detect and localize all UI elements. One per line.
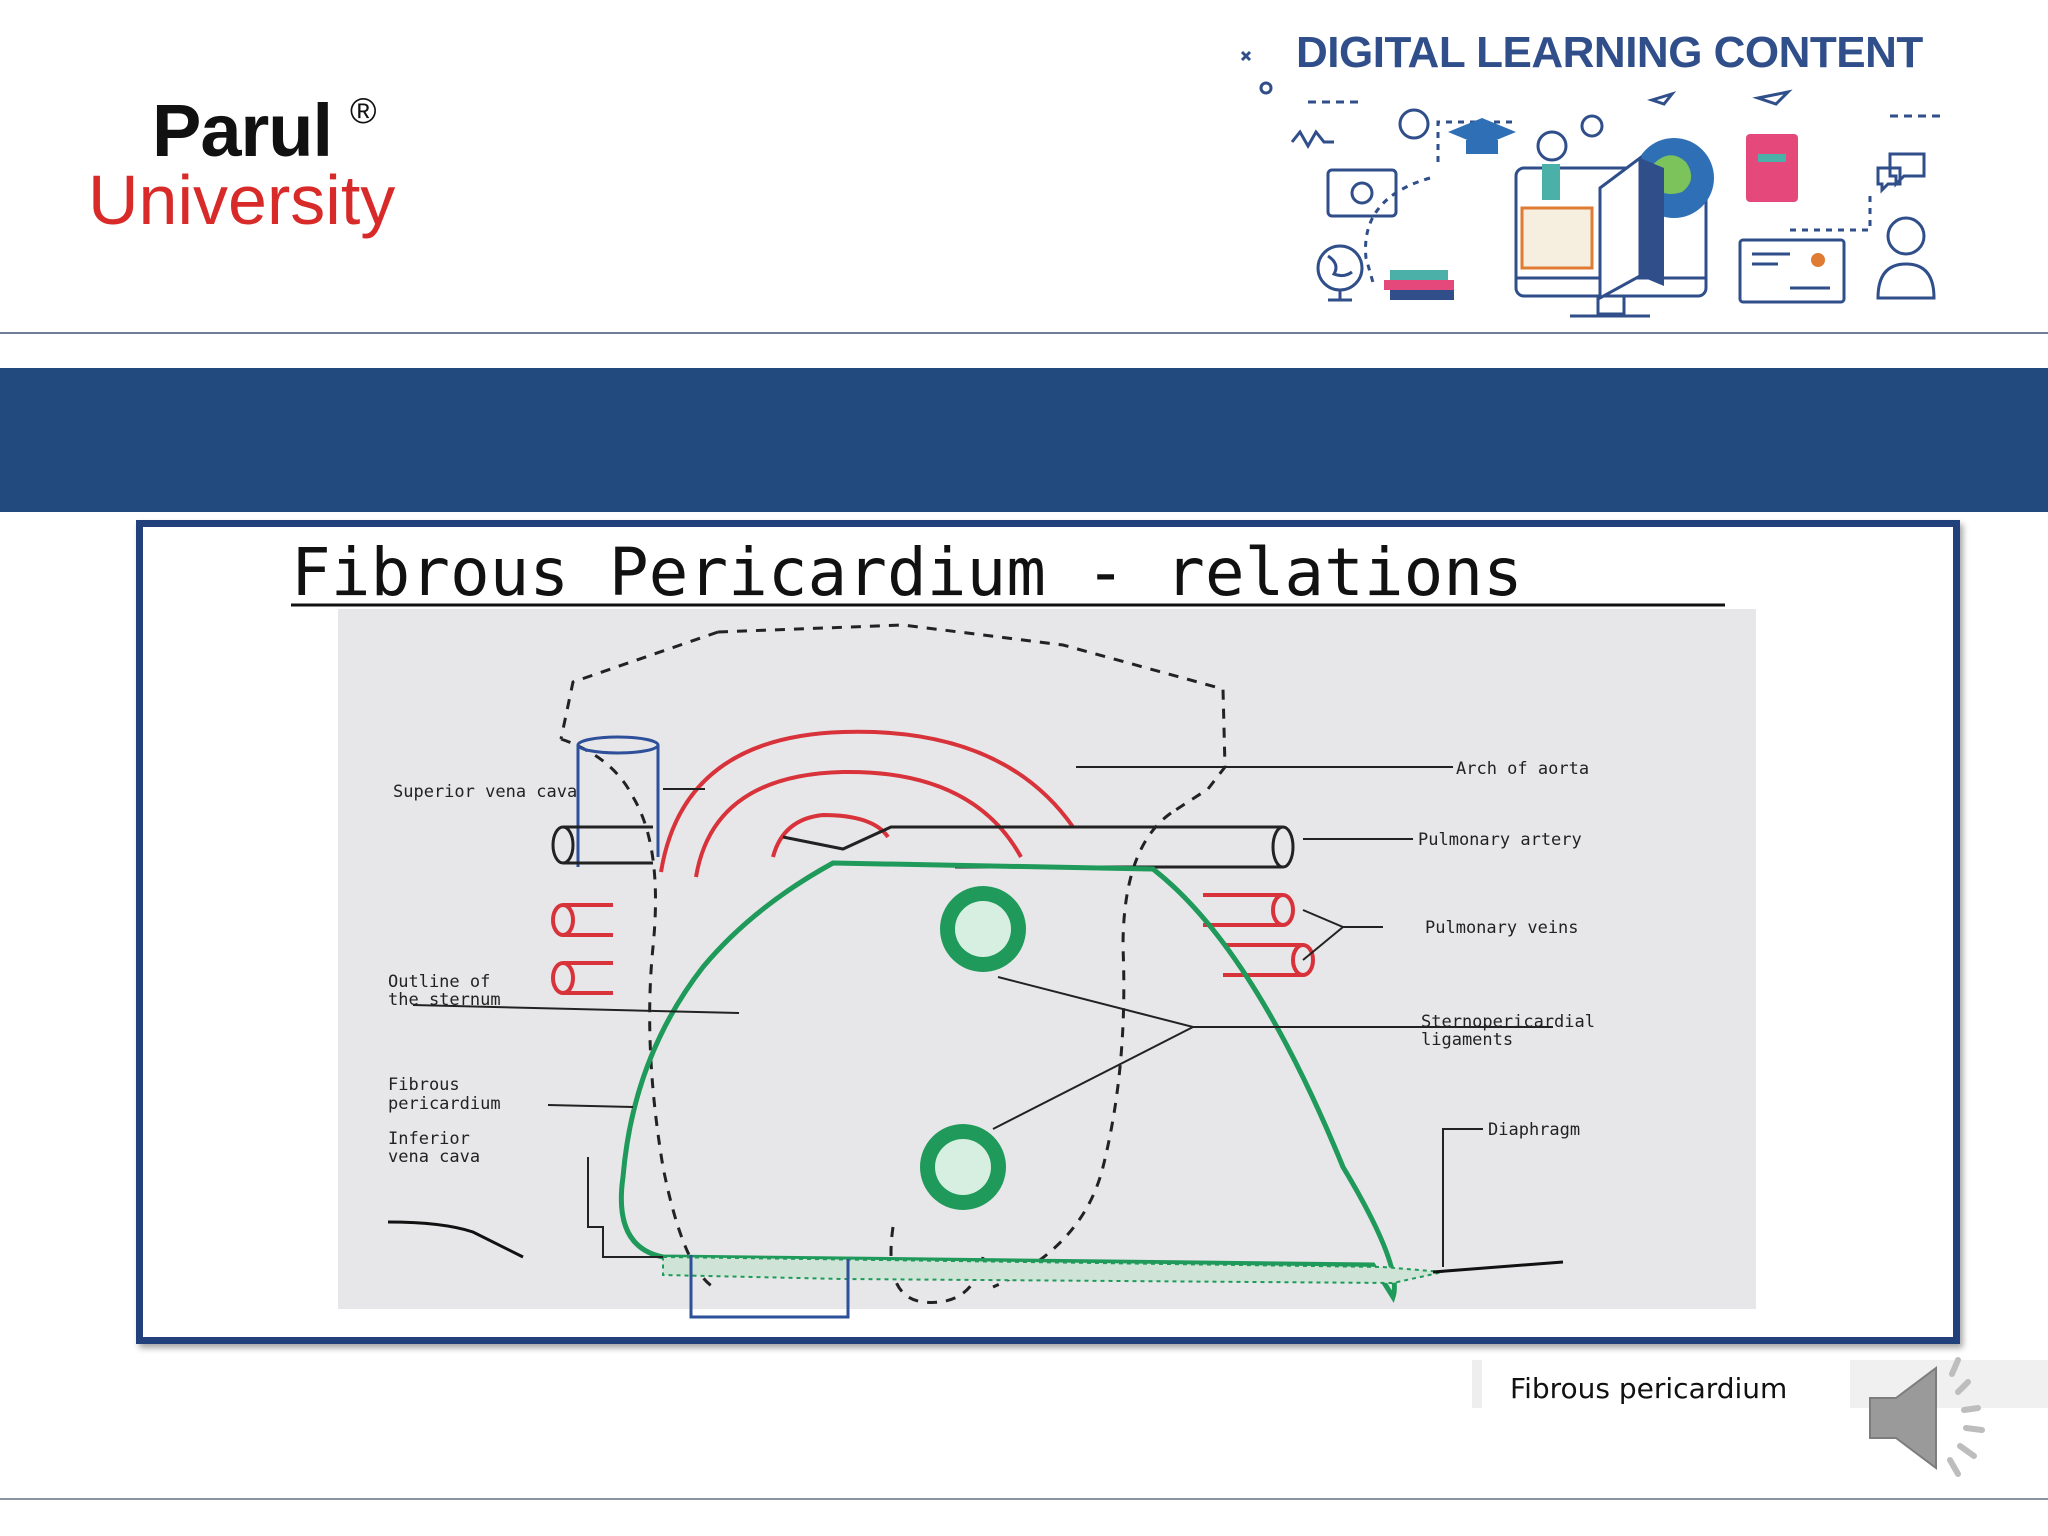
- diagram-frame: Fibrous Pericardium - relations: [136, 520, 1960, 1344]
- label-sternopericardial-line1: Sternopericardial: [1421, 1012, 1595, 1032]
- support-agent-icon: [1886, 216, 1926, 256]
- label-inferior-vena-cava-line2: vena cava: [388, 1147, 480, 1167]
- speaker-icon[interactable]: [1860, 1352, 2000, 1482]
- arch-of-aorta: [659, 729, 1075, 878]
- fibrous-pericardium-diagram: Fibrous Pericardium - relations: [291, 534, 1756, 1319]
- logo-brand: Parul: [152, 89, 333, 172]
- video-monitor-icon: [1326, 168, 1398, 218]
- diagram-title: Fibrous Pericardium - relations: [291, 534, 1523, 611]
- logo-registered-mark: ®: [350, 90, 377, 131]
- globe-icon: [1316, 244, 1364, 292]
- label-fibrous-pericardium-line1: Fibrous: [388, 1075, 460, 1095]
- sternum-outline: [559, 623, 1227, 1289]
- slide-caption: Fibrous pericardium: [1510, 1372, 1788, 1405]
- label-diaphragm: Diaphragm: [1488, 1120, 1580, 1140]
- footer-divider: [0, 1498, 2048, 1500]
- superior-vena-cava: [576, 735, 660, 867]
- header-divider: [0, 332, 2048, 334]
- logo-subtitle: University: [88, 161, 396, 239]
- digital-learning-illustration: [1240, 50, 1940, 318]
- label-superior-vena-cava: Superior vena cava: [393, 782, 577, 802]
- label-pulmonary-artery: Pulmonary artery: [1418, 830, 1582, 850]
- diagram-background: [338, 609, 1756, 1309]
- certificate-icon: [1738, 238, 1846, 304]
- label-inferior-vena-cava-line1: Inferior: [388, 1129, 470, 1149]
- pulmonary-veins: [551, 893, 1315, 995]
- title-banner: [0, 368, 2048, 512]
- gear-icon: [1536, 130, 1568, 162]
- header-title: DIGITAL LEARNING CONTENT: [1296, 28, 1923, 77]
- label-pulmonary-veins: Pulmonary veins: [1425, 918, 1579, 938]
- label-fibrous-pericardium-line2: pericardium: [388, 1094, 501, 1114]
- label-outline-sternum-line1: Outline of: [388, 972, 490, 992]
- sternopericardial-ligaments: [920, 886, 1026, 1210]
- label-outline-sternum-line2: the sternum: [388, 990, 501, 1010]
- inferior-vena-cava: [689, 1255, 850, 1319]
- chat-icon: [1876, 152, 1926, 194]
- label-arch-of-aorta: Arch of aorta: [1456, 759, 1589, 779]
- label-sternopericardial-line2: ligaments: [1421, 1030, 1513, 1050]
- diaphragm: [662, 1255, 1444, 1285]
